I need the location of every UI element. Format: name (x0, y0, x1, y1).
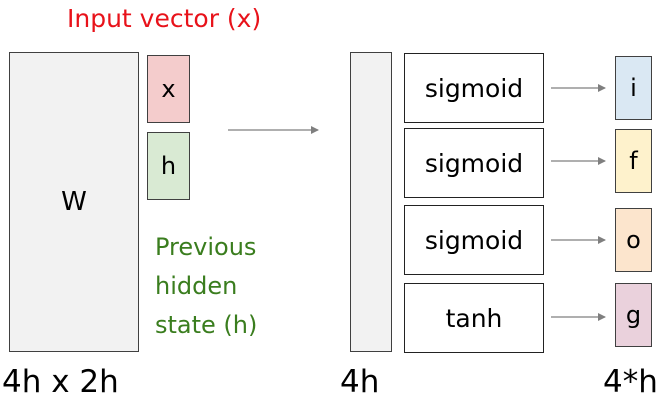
weight-matrix: W (9, 52, 139, 352)
gate-g: g (615, 283, 652, 347)
gate-label: o (626, 226, 641, 254)
gate-i: i (615, 56, 652, 120)
mid-dims-label: 4h (340, 364, 380, 400)
gate-label: f (629, 147, 638, 175)
hidden-vector-h: h (147, 132, 190, 200)
activation-box-f: sigmoid (404, 128, 544, 198)
gate-label: g (625, 301, 642, 329)
activation-label: sigmoid (424, 225, 524, 255)
activation-box-i: sigmoid (404, 53, 544, 123)
activation-box-g: tanh (404, 283, 544, 353)
gate-label: i (630, 74, 637, 102)
activation-label: sigmoid (424, 148, 524, 178)
activation-box-o: sigmoid (404, 205, 544, 275)
weight-dims-label: 4h x 2h (2, 364, 119, 400)
hidden-vector-h-label: h (160, 152, 177, 180)
activation-label: sigmoid (424, 73, 524, 103)
weight-matrix-label: W (61, 187, 87, 217)
gates-dims-label: 4*h (603, 364, 658, 400)
gate-o: o (615, 208, 652, 272)
gate-f: f (615, 129, 652, 193)
activation-label: tanh (445, 303, 503, 333)
input-vector-x: x (147, 55, 190, 123)
input-vector-x-label: x (161, 75, 176, 103)
preactivation-vector (350, 52, 392, 352)
previous-hidden-state-label: Previous hidden state (h) (155, 233, 258, 339)
input-vector-label: Input vector (x) (67, 4, 262, 33)
